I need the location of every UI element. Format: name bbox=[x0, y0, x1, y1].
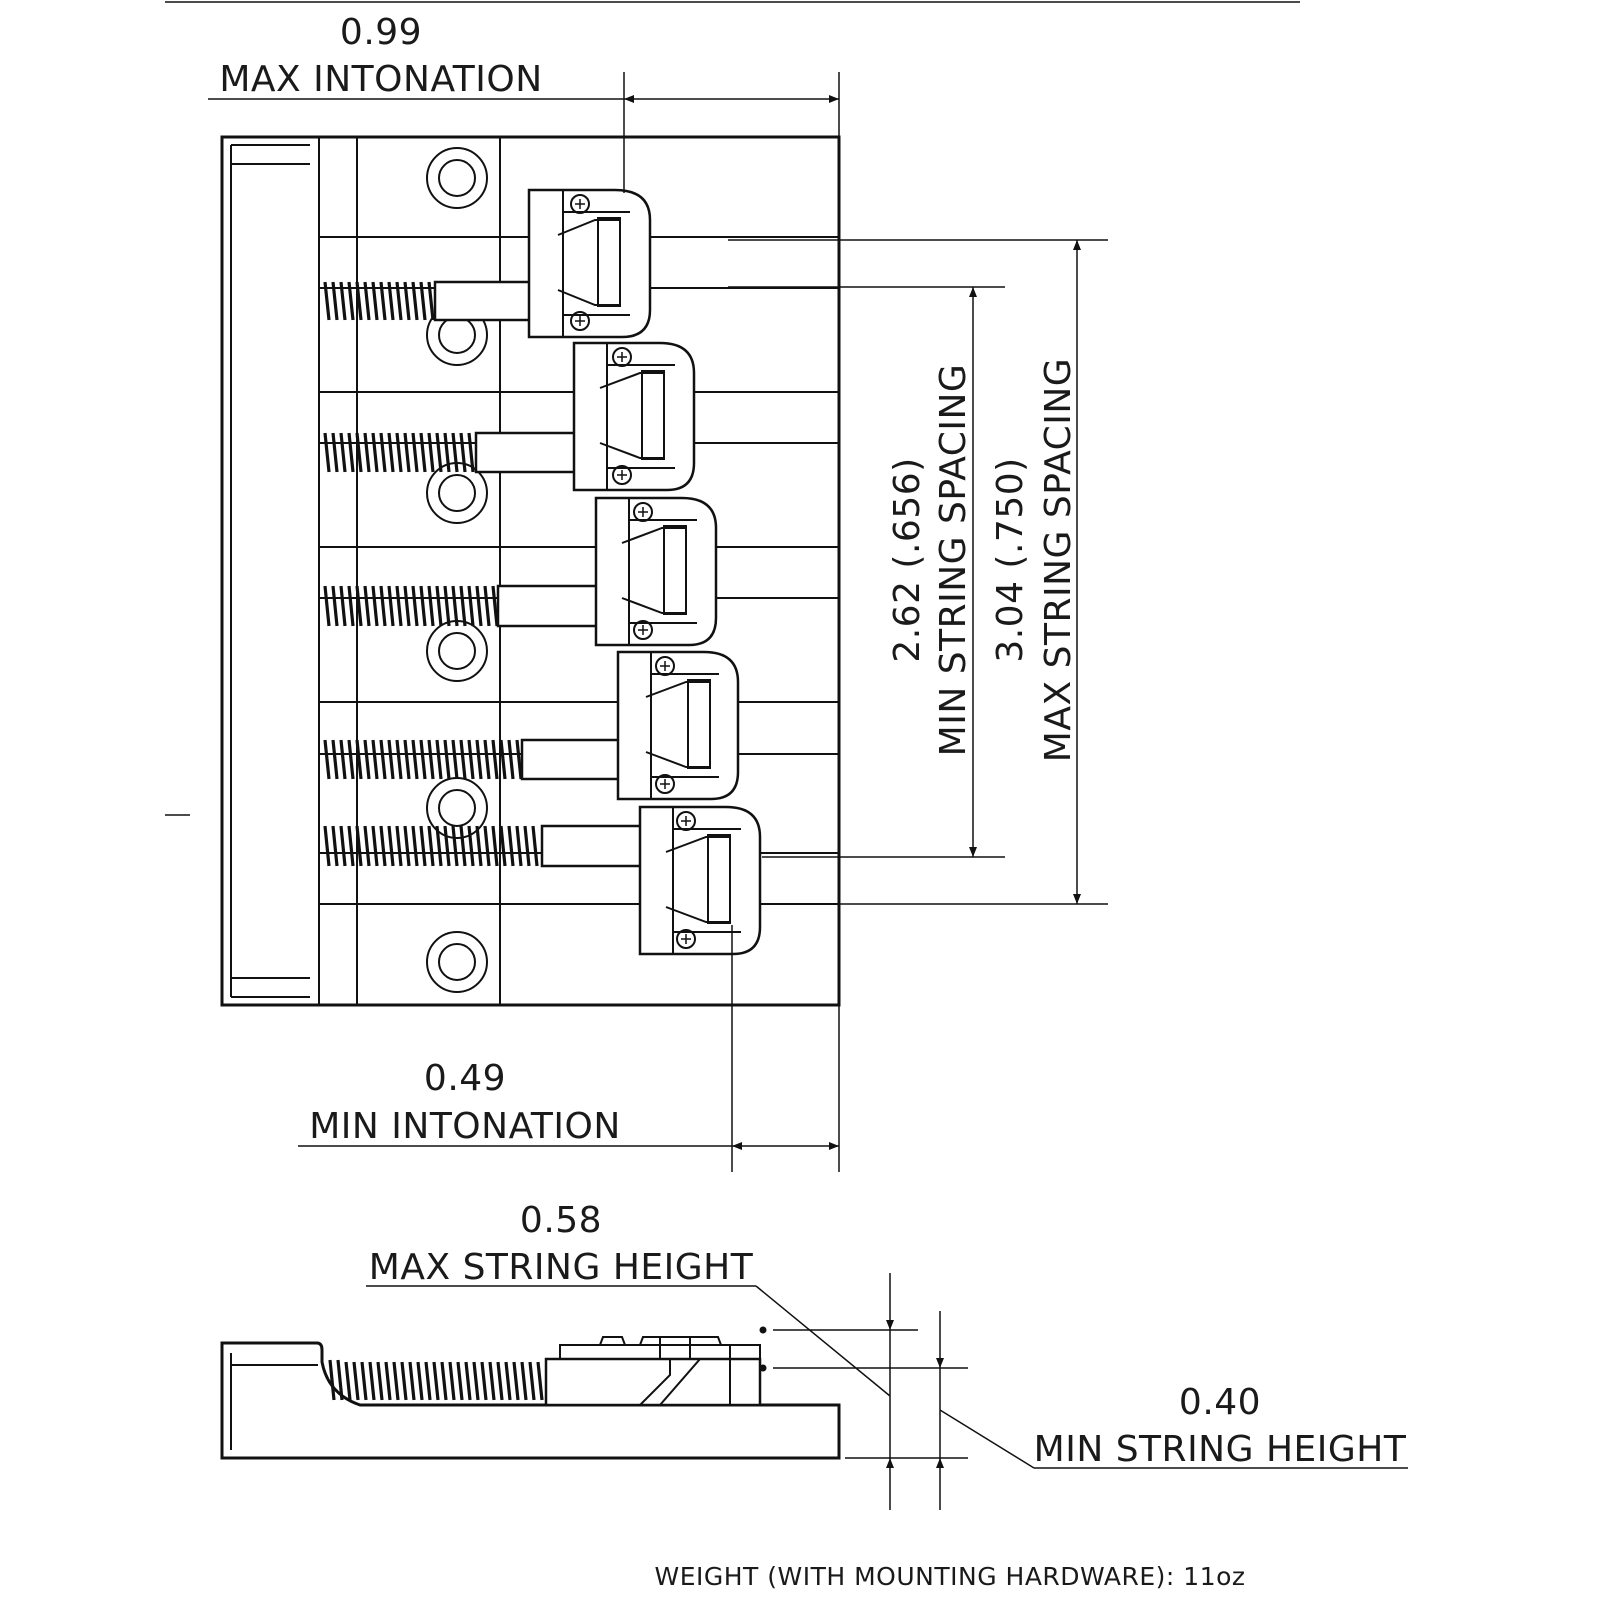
mounting-hole bbox=[426, 620, 488, 682]
string-point-min bbox=[759, 1364, 767, 1372]
max-height-leader bbox=[755, 1285, 891, 1397]
saddle-1 bbox=[323, 188, 652, 339]
max-intonation-value: 0.99 bbox=[340, 12, 422, 53]
max-intonation-label: MAX INTONATION bbox=[219, 59, 542, 100]
weight-note: WEIGHT (WITH MOUNTING HARDWARE): 11oz bbox=[654, 1562, 1245, 1591]
saddle-4 bbox=[323, 650, 740, 801]
side-saddle bbox=[544, 1357, 762, 1407]
saddle-2 bbox=[323, 341, 696, 492]
max-string-height-label: MAX STRING HEIGHT bbox=[369, 1247, 754, 1288]
side-view bbox=[220, 1273, 1408, 1510]
min-string-height-value: 0.40 bbox=[1179, 1382, 1261, 1423]
min-height-leader bbox=[939, 1409, 1035, 1469]
top-view bbox=[208, 72, 1108, 1172]
min-string-height-label: MIN STRING HEIGHT bbox=[1034, 1429, 1407, 1470]
rear-wall bbox=[221, 136, 320, 1006]
string-point-max bbox=[759, 1326, 767, 1334]
max-string-height-value: 0.58 bbox=[520, 1200, 602, 1241]
side-base bbox=[220, 1341, 841, 1460]
saddle-5 bbox=[323, 805, 762, 956]
min-string-spacing-value: 2.62 (.656) bbox=[887, 457, 928, 662]
saddle-3 bbox=[323, 496, 718, 647]
min-intonation-value: 0.49 bbox=[424, 1058, 506, 1099]
max-string-spacing-value: 3.04 (.750) bbox=[990, 457, 1031, 662]
mounting-hole bbox=[426, 147, 488, 209]
max-string-spacing-label: MAX STRING SPACING bbox=[1038, 358, 1079, 762]
mounting-hole bbox=[426, 931, 488, 993]
min-intonation-label: MIN INTONATION bbox=[309, 1106, 621, 1147]
min-string-spacing-label: MIN STRING SPACING bbox=[933, 364, 974, 757]
